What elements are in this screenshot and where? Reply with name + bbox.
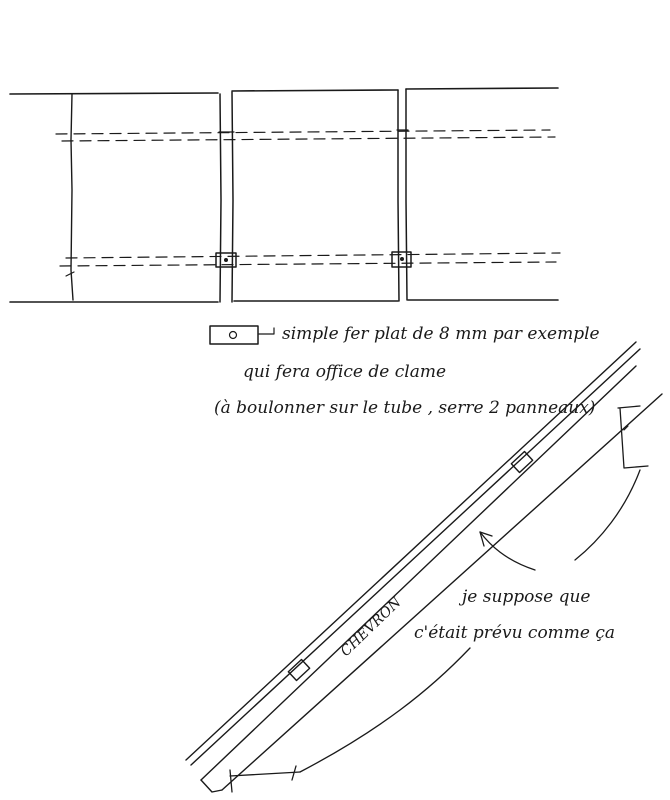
panel-edge-inner [190, 348, 641, 766]
note-leader-rafter [479, 531, 536, 571]
top-rail [9, 87, 559, 95]
panel-joint-2 [397, 88, 408, 302]
rafter-end [200, 779, 223, 793]
note-leader-upper [574, 469, 641, 561]
legend-line-2: qui fera office de clame [243, 362, 446, 382]
legend-line-3: (à boulonner sur le tube , serre 2 panne… [214, 398, 595, 418]
upper-joint-marks [218, 129, 409, 133]
legend: simple fer plat de 8 mm par exemple qui … [209, 324, 600, 418]
rafter-label: CHEVRON [338, 594, 405, 660]
panel-joint-1 [219, 91, 234, 303]
legend-line-1: simple fer plat de 8 mm par exemple [282, 324, 600, 344]
note: je suppose que c'était prévu comme ça [414, 587, 615, 643]
upper-tube-dashed [55, 129, 556, 142]
note-leader-lower [299, 647, 471, 773]
rafter-bottom [221, 393, 663, 791]
tick-mark [65, 271, 75, 277]
note-line-2: c'était prévu comme ça [414, 623, 615, 643]
clamp-bolt-2 [400, 257, 404, 261]
legend-plate-symbol [209, 325, 259, 345]
clamp-plate-1 [215, 252, 237, 268]
support-bracket-top [617, 405, 649, 469]
legend-bolt-symbol [228, 330, 238, 340]
rafter-clamp-upper [510, 450, 534, 474]
clamp-bolt-1 [224, 258, 228, 262]
bottom-rail [9, 299, 559, 303]
panel-elevation [9, 87, 561, 303]
panel-edge-outer [185, 341, 637, 761]
note-arrowhead-rafter [479, 531, 493, 547]
lower-tube-dashed [59, 252, 561, 267]
note-line-1: je suppose que [458, 587, 591, 607]
clamp-plate-2 [391, 251, 412, 268]
support-bracket-arrow [623, 425, 629, 431]
legend-leader [258, 327, 275, 335]
bottom-support [229, 765, 301, 793]
rafter-top [200, 365, 637, 781]
rafter-clamp-lower [287, 658, 311, 682]
left-post [70, 93, 74, 301]
